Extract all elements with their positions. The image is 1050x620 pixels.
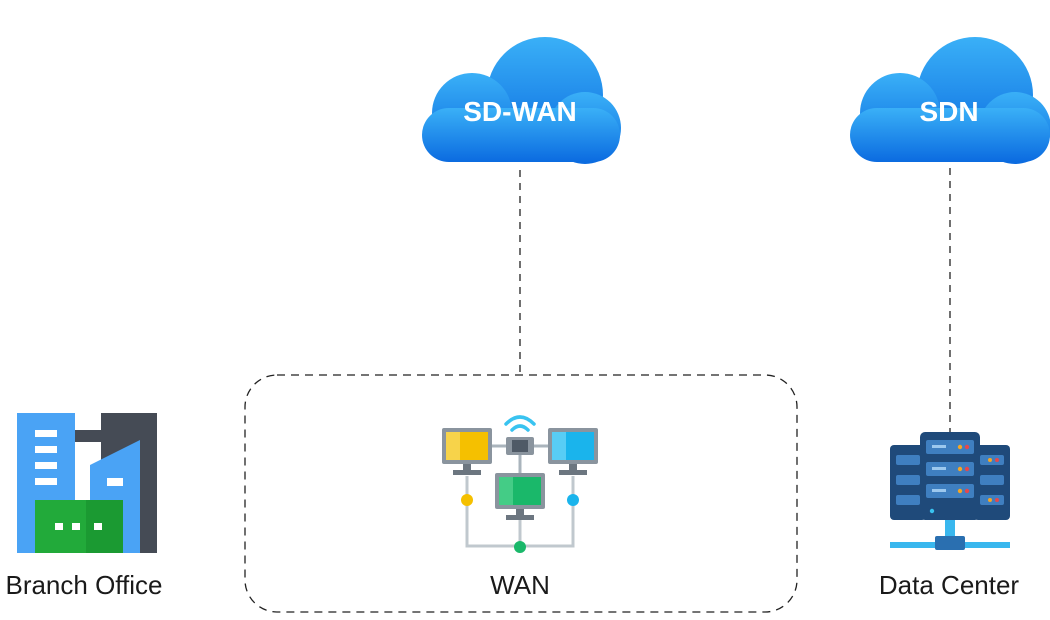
sdn-cloud-icon: [850, 37, 1050, 164]
branch-office-label: Branch Office: [5, 570, 163, 600]
wan-label: WAN: [490, 570, 550, 600]
sdwan-cloud-icon: [422, 37, 621, 164]
sdn-cloud-label: SDN: [919, 96, 979, 127]
wan-region: [244, 374, 798, 613]
network-computers-icon: [442, 415, 598, 553]
office-building-icon: [17, 413, 157, 553]
data-center-label: Data Center: [878, 570, 1020, 600]
server-rack-icon: [890, 432, 1010, 550]
sdwan-cloud-label: SD-WAN: [463, 96, 577, 127]
